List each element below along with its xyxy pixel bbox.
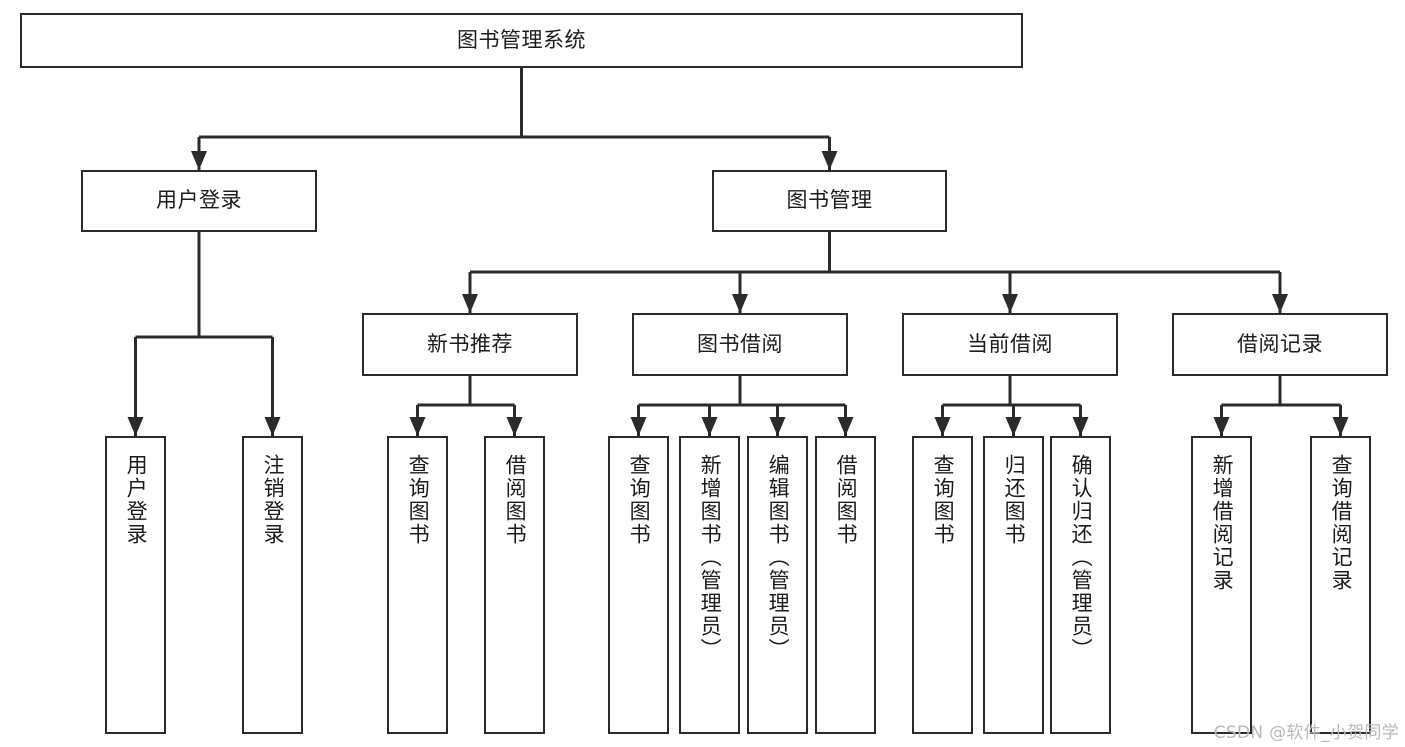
edge-arrowhead <box>821 151 838 170</box>
node-label: 图书借阅 <box>697 331 783 356</box>
node-label: 查询借阅记录 <box>1329 454 1354 592</box>
edge-arrowhead <box>837 417 854 436</box>
node-label: 用户登录 <box>156 188 242 213</box>
node-label: 注销登录 <box>261 454 286 546</box>
node-user_login[interactable]: 用户登录 <box>81 170 317 232</box>
node-leaf_bb_edit[interactable]: 编辑图书（管理员） <box>747 436 808 734</box>
node-label: 新书推荐 <box>427 331 513 356</box>
edge-arrowhead <box>1272 294 1288 313</box>
edge-arrowhead <box>462 294 478 313</box>
node-label: 图书管理系统 <box>457 27 586 52</box>
edge-arrowhead <box>630 417 647 436</box>
edge-arrowhead <box>701 417 718 436</box>
node-leaf_cb_confirm[interactable]: 确认归还（管理员） <box>1050 436 1111 734</box>
node-label: 借阅记录 <box>1237 331 1323 356</box>
node-book_borrow[interactable]: 图书借阅 <box>632 313 848 376</box>
node-leaf_br_query[interactable]: 查询借阅记录 <box>1310 436 1371 734</box>
node-label: 当前借阅 <box>967 331 1053 356</box>
watermark: CSDN @软件_小贺同学 <box>1213 723 1399 743</box>
node-label: 新增图书（管理员） <box>698 454 723 661</box>
edge-arrowhead <box>1072 417 1089 436</box>
node-leaf_rec_query[interactable]: 查询图书 <box>387 436 448 734</box>
edge-arrowhead <box>1332 417 1349 436</box>
node-label: 确认归还（管理员） <box>1069 454 1094 661</box>
node-book_manage[interactable]: 图书管理 <box>712 170 947 232</box>
edge-arrowhead <box>1002 294 1018 313</box>
edge-arrowhead <box>732 294 748 313</box>
edge-arrowhead <box>191 151 207 170</box>
node-leaf_rec_borrow[interactable]: 借阅图书 <box>484 436 545 734</box>
edge-arrowhead <box>264 417 281 436</box>
node-label: 图书管理 <box>786 188 873 213</box>
node-label: 查询图书 <box>931 454 956 546</box>
node-leaf_bb_borrow[interactable]: 借阅图书 <box>815 436 876 734</box>
node-leaf_cb_query[interactable]: 查询图书 <box>912 436 973 734</box>
node-borrow_record[interactable]: 借阅记录 <box>1172 313 1388 376</box>
node-label: 编辑图书（管理员） <box>766 454 791 661</box>
edge-arrowhead <box>769 417 786 436</box>
node-leaf_user_login[interactable]: 用户登录 <box>105 436 166 734</box>
edge-arrowhead <box>1213 417 1230 436</box>
edge-arrowhead <box>506 417 523 436</box>
node-label: 查询图书 <box>406 454 431 546</box>
node-label: 借阅图书 <box>503 454 528 546</box>
node-leaf_br_add[interactable]: 新增借阅记录 <box>1191 436 1252 734</box>
edge-arrowhead <box>127 417 144 436</box>
node-leaf_logout[interactable]: 注销登录 <box>242 436 303 734</box>
node-new_book_rec[interactable]: 新书推荐 <box>362 313 578 376</box>
node-current_borrow[interactable]: 当前借阅 <box>902 313 1118 376</box>
node-label: 新增借阅记录 <box>1210 454 1235 592</box>
edge-arrowhead <box>1005 417 1022 436</box>
node-label: 用户登录 <box>124 454 149 546</box>
node-leaf_cb_return[interactable]: 归还图书 <box>983 436 1044 734</box>
node-leaf_bb_query[interactable]: 查询图书 <box>608 436 669 734</box>
node-root[interactable]: 图书管理系统 <box>20 13 1023 68</box>
edge-arrowhead <box>934 417 951 436</box>
node-leaf_bb_add[interactable]: 新增图书（管理员） <box>679 436 740 734</box>
node-label: 归还图书 <box>1002 454 1027 546</box>
node-label: 查询图书 <box>627 454 652 546</box>
edge-arrowhead <box>409 417 426 436</box>
node-label: 借阅图书 <box>834 454 859 546</box>
